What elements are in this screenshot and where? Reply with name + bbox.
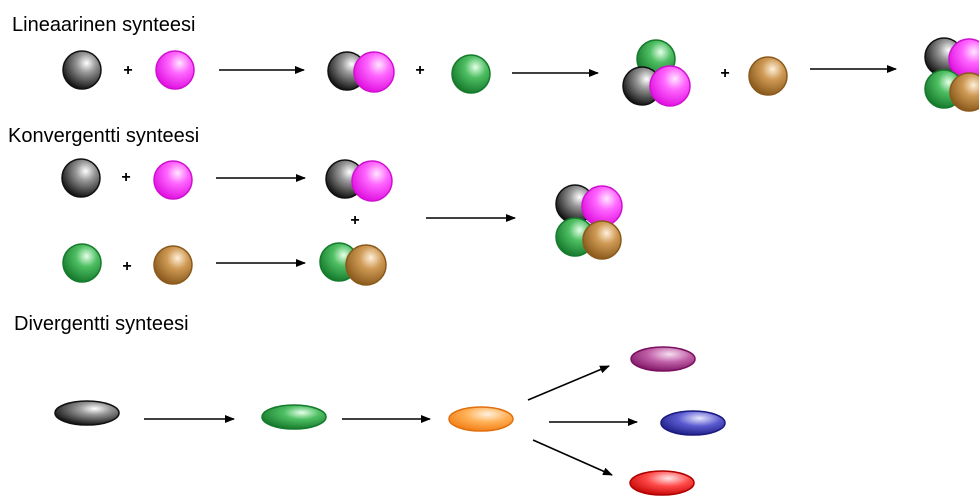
ellipse-blue	[660, 410, 726, 436]
ellipse-green	[261, 404, 327, 430]
sphere-brown	[153, 245, 193, 285]
plus-sign: +	[350, 212, 359, 229]
cluster-black-magenta	[327, 51, 395, 93]
sphere-magenta	[153, 160, 193, 200]
section-title-convergent: Konvergentti synteesi	[8, 125, 199, 147]
ellipse-red	[629, 470, 695, 496]
cluster-black-magenta	[325, 159, 393, 202]
cluster-four-spheres	[924, 37, 979, 112]
section-title-divergent: Divergentti synteesi	[14, 313, 189, 335]
ellipse-black	[54, 400, 120, 426]
ellipse-orange	[448, 406, 514, 432]
cluster-four-spheres	[555, 184, 623, 260]
plus-sign: +	[720, 65, 729, 82]
plus-sign: +	[121, 169, 130, 186]
sphere-green	[62, 243, 102, 283]
section-title-linear: Lineaarinen synteesi	[12, 14, 195, 36]
sphere-magenta	[649, 65, 691, 107]
sphere-magenta	[155, 50, 195, 90]
reaction-arrow	[532, 439, 613, 476]
plus-sign: +	[122, 258, 131, 275]
plus-sign: +	[415, 62, 424, 79]
convergent-synthesis: + + +	[61, 158, 623, 286]
ellipse-purple	[630, 346, 696, 372]
sphere-brown	[748, 56, 788, 96]
plus-sign: +	[123, 62, 132, 79]
sphere-magenta	[353, 51, 395, 93]
divergent-synthesis	[54, 346, 726, 496]
reaction-arrow	[527, 365, 610, 401]
sphere-magenta	[351, 160, 393, 202]
sphere-brown	[345, 244, 387, 286]
sphere-black	[62, 50, 102, 90]
sphere-brown	[949, 72, 979, 112]
sphere-green	[451, 54, 491, 94]
sphere-magenta	[581, 185, 623, 227]
cluster-green-brown	[319, 242, 387, 286]
sphere-brown	[582, 220, 622, 260]
sphere-black	[61, 158, 101, 198]
linear-synthesis: + + +	[62, 37, 979, 112]
cluster-black-magenta-green	[622, 39, 691, 107]
